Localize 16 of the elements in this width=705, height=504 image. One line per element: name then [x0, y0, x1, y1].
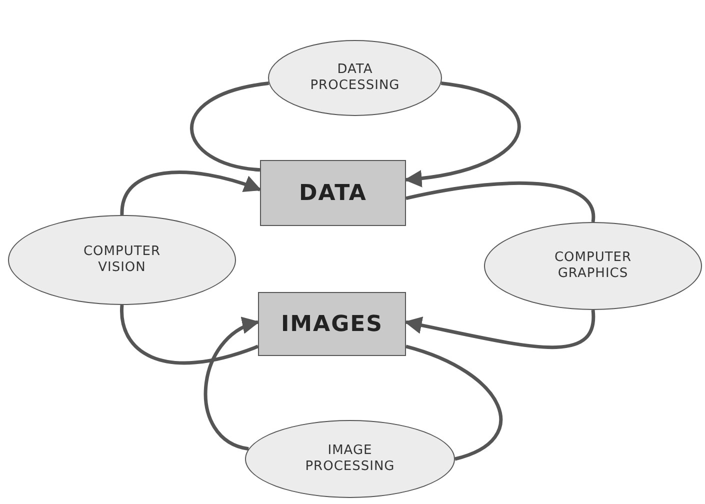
curved-arrow	[404, 310, 595, 349]
node-label: DATA PROCESSING	[309, 62, 401, 94]
curved-arrow	[120, 170, 262, 216]
data-box	[258, 292, 406, 356]
curved-arrow	[204, 318, 260, 451]
data-box	[260, 160, 406, 226]
node-label: COMPUTER GRAPHICS	[553, 250, 633, 282]
curved-connector	[406, 182, 595, 222]
curved-connector	[405, 344, 502, 461]
curved-connector	[190, 82, 270, 172]
node-label: COMPUTER VISION	[82, 244, 162, 276]
curved-arrow	[404, 82, 520, 187]
node-label: IMAGES	[280, 312, 384, 336]
curved-connector	[120, 305, 259, 365]
node-label: IMAGE PROCESSING	[304, 443, 396, 475]
node-label: DATA	[299, 180, 367, 206]
